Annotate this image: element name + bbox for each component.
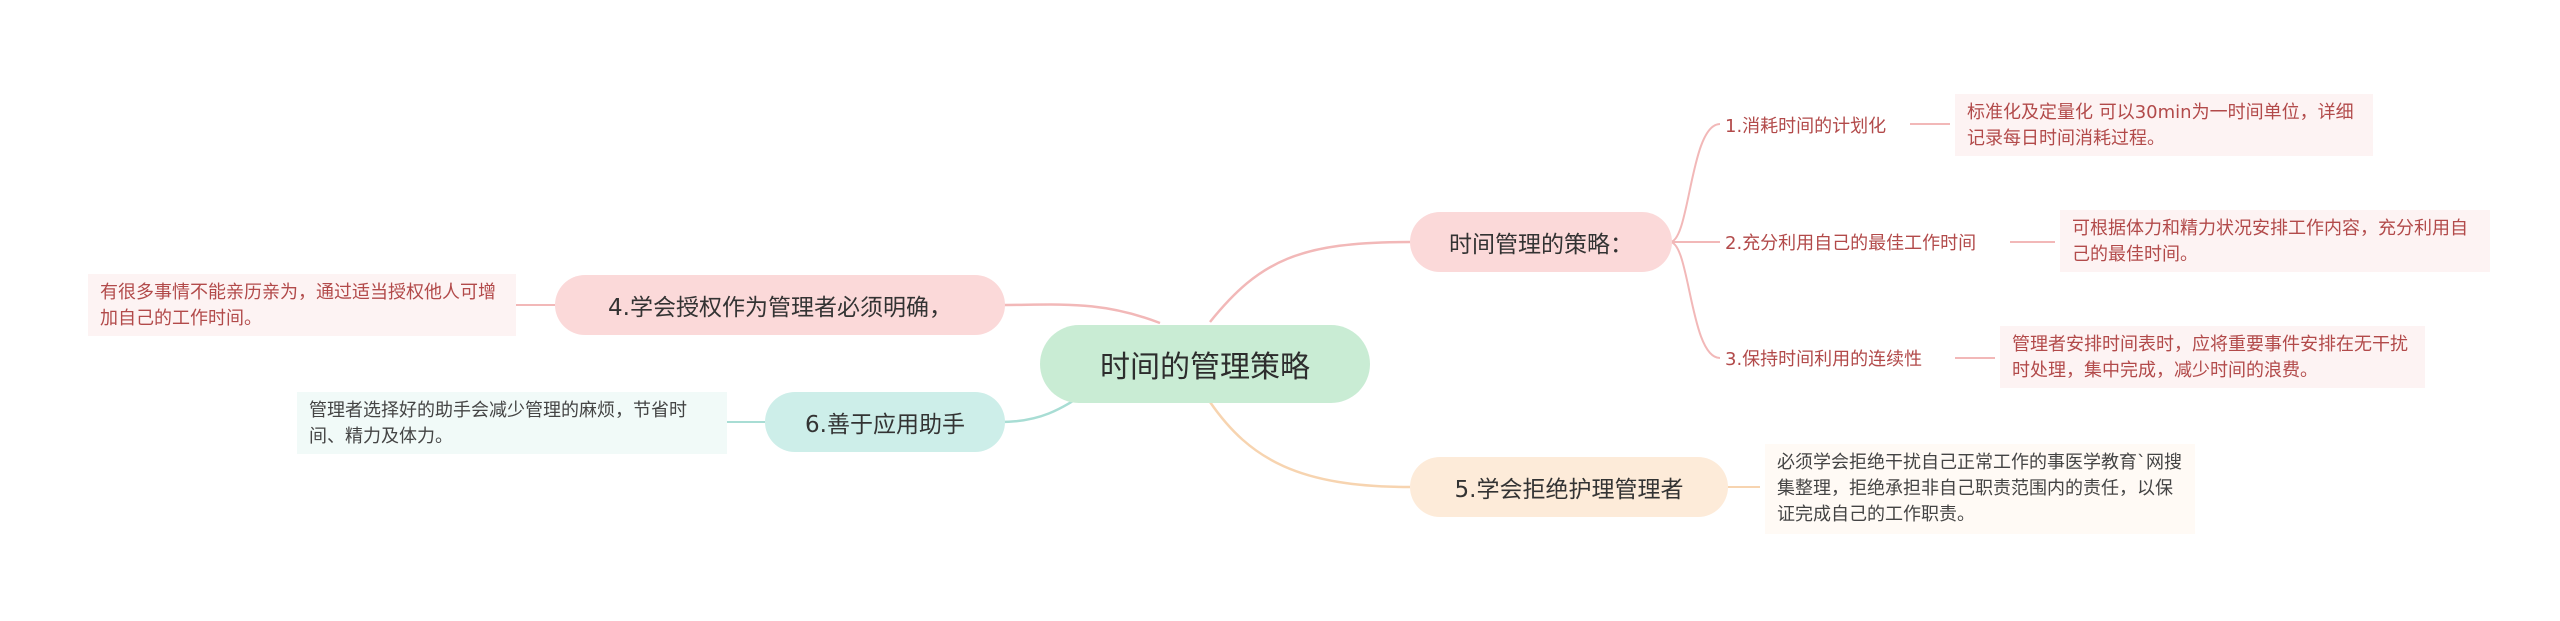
link-strategy-1	[1669, 123, 1721, 243]
branch-delegate[interactable]: 4.学会授权作为管理者必须明确，	[555, 275, 1005, 335]
link-strategy-3	[1669, 241, 1721, 359]
link-root-strategy	[1209, 240, 1411, 323]
branch-strategy[interactable]: 时间管理的策略：	[1410, 212, 1672, 272]
strategy-item-2[interactable]: 2.充分利用自己的最佳工作时间	[1725, 233, 1977, 254]
link-root-refuse	[1208, 401, 1411, 489]
strategy-item-3-note: 管理者安排时间表时，应将重要事件安排在无干扰时处理，集中完成，减少时间的浪费。	[2000, 326, 2425, 388]
delegate-note: 有很多事情不能亲历亲为，通过适当授权他人可增加自己的工作时间。	[88, 274, 516, 336]
strategy-item-3[interactable]: 3.保持时间利用的连续性	[1725, 349, 1923, 370]
branch-refuse[interactable]: 5.学会拒绝护理管理者	[1410, 457, 1728, 517]
link-root-delegate	[999, 303, 1161, 325]
root-node[interactable]: 时间的管理策略	[1040, 325, 1370, 403]
branch-assistant[interactable]: 6.善于应用助手	[765, 392, 1005, 452]
strategy-item-1-note: 标准化及定量化 可以30min为一时间单位，详细记录每日时间消耗过程。	[1955, 94, 2373, 156]
strategy-item-2-note: 可根据体力和精力状况安排工作内容，充分利用自己的最佳时间。	[2060, 210, 2490, 272]
refuse-note: 必须学会拒绝干扰自己正常工作的事医学教育`网搜集整理，拒绝承担非自己职责范围内的…	[1765, 444, 2195, 534]
assistant-note: 管理者选择好的助手会减少管理的麻烦，节省时间、精力及体力。	[297, 392, 727, 454]
strategy-item-1[interactable]: 1.消耗时间的计划化	[1725, 116, 1887, 137]
